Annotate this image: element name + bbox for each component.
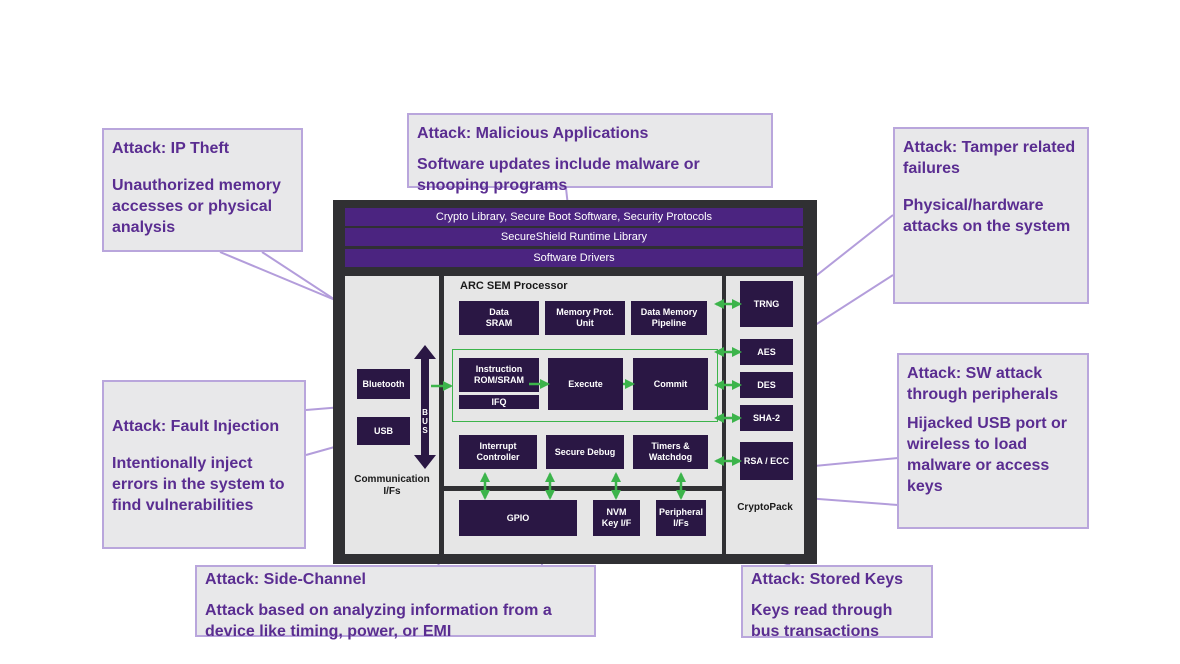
nvm-key-if-block: NVM Key I/F: [593, 500, 640, 536]
secure-debug-block: Secure Debug: [546, 435, 624, 469]
execute-block: Execute: [548, 358, 623, 410]
processor-title: ARC SEM Processor: [460, 280, 568, 292]
callout-fault-injection-body: Intentionally inject errors in the syste…: [112, 455, 285, 514]
callout-tamper-title: Attack: Tamper related failures: [903, 139, 1076, 177]
instruction-rom-block: Instruction ROM/SRAM: [459, 358, 539, 392]
callout-fault-injection-title: Attack: Fault Injection: [112, 418, 280, 435]
callout-side-channel: Attack: Side-Channel Attack based on ana…: [195, 565, 596, 640]
ifq-block: IFQ: [459, 395, 539, 409]
layer-secureshield-runtime: SecureShield Runtime Library: [345, 228, 803, 246]
timers-watchdog-block: Timers & Watchdog: [633, 435, 708, 469]
callout-tamper-body: Physical/hardware attacks on the system: [903, 197, 1071, 235]
data-sram-block: Data SRAM: [459, 301, 539, 335]
callout-tamper: Attack: Tamper related failures Physical…: [893, 127, 1089, 304]
data-memory-pipeline-block: Data Memory Pipeline: [631, 301, 707, 335]
bus-label: B U S: [422, 408, 428, 435]
aes-block: AES: [740, 339, 793, 365]
callout-sw-peripherals-title: Attack: SW attack through peripherals: [907, 365, 1059, 403]
callout-malicious-apps: Attack: Malicious Applications Software …: [407, 113, 773, 194]
peripheral-ifs-block: Peripheral I/Fs: [656, 500, 706, 536]
rsa-ecc-block: RSA / ECC: [740, 442, 793, 480]
cryptopack-label: CryptoPack: [737, 502, 793, 513]
communication-label: Communication I/Fs: [354, 474, 430, 497]
callout-ip-theft-body: Unauthorized memory accesses or physical…: [112, 177, 281, 236]
callout-malicious-apps-body: Software updates include malware or snoo…: [417, 156, 700, 194]
callout-sw-peripherals: Attack: SW attack through peripherals Hi…: [897, 353, 1089, 529]
bluetooth-block: Bluetooth: [357, 369, 410, 399]
gpio-block: GPIO: [459, 500, 577, 536]
callout-stored-keys-title: Attack: Stored Keys: [751, 571, 904, 588]
commit-block: Commit: [633, 358, 708, 410]
bus-arrow: [414, 345, 436, 469]
callout-sw-peripherals-body: Hijacked USB port or wireless to load ma…: [907, 415, 1068, 495]
callout-side-channel-body: Attack based on analyzing information fr…: [205, 602, 552, 640]
layer-software-drivers: Software Drivers: [345, 249, 803, 267]
interrupt-controller-block: Interrupt Controller: [459, 435, 537, 469]
callout-side-channel-title: Attack: Side-Channel: [205, 571, 366, 588]
memory-prot-unit-block: Memory Prot. Unit: [545, 301, 625, 335]
callout-malicious-apps-title: Attack: Malicious Applications: [417, 125, 649, 142]
callout-fault-injection: Attack: Fault Injection Intentionally in…: [102, 380, 306, 549]
trng-block: TRNG: [740, 281, 793, 327]
layer-crypto-library: Crypto Library, Secure Boot Software, Se…: [345, 208, 803, 226]
callout-stored-keys: Attack: Stored Keys Keys read through bu…: [741, 565, 933, 640]
usb-block: USB: [357, 417, 410, 445]
callout-stored-keys-body: Keys read through bus transactions: [751, 602, 893, 640]
sha2-block: SHA-2: [740, 405, 793, 431]
callout-ip-theft-title: Attack: IP Theft: [112, 140, 230, 157]
callout-ip-theft: Attack: IP Theft Unauthorized memory acc…: [102, 128, 303, 252]
des-block: DES: [740, 372, 793, 398]
